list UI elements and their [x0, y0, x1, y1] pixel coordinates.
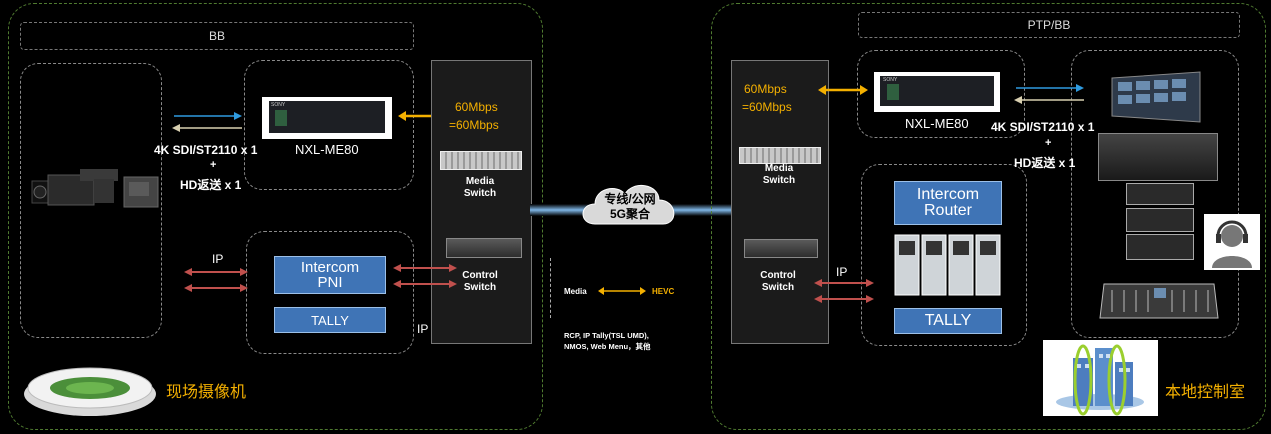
center-media-arrow — [598, 287, 646, 295]
right-site-label: 本地控制室 — [1165, 384, 1246, 401]
right-ptp-bar: PTP/BB — [858, 12, 1240, 38]
center-media-bracket — [550, 258, 557, 318]
camera-icon — [31, 169, 159, 208]
right-sdi-line3: HD返送 x 1 — [1014, 156, 1076, 170]
center-control-label: RCP, IP Tally(TSL UMD), NMOS, Web Menu，其… — [564, 331, 651, 351]
right-device-brand: SONY — [883, 77, 898, 83]
right-site-region — [711, 3, 1266, 430]
building-icon — [1043, 340, 1158, 416]
rack-unit-2-icon — [1126, 208, 1194, 232]
right-sdi-arrows — [1014, 84, 1084, 104]
left-bitrate-line1: 60Mbps — [455, 100, 498, 114]
right-encoder-box — [857, 50, 1025, 138]
left-control-switch-device — [446, 238, 522, 258]
center-media-label: Media — [564, 287, 587, 296]
headset-operator-icon — [1204, 214, 1260, 270]
left-control-switch-label: Control Switch — [462, 270, 498, 293]
left-switch-column — [431, 60, 532, 344]
cloud-label: 专线/公网 5G聚合 — [604, 192, 656, 221]
right-switch-column — [731, 60, 829, 344]
left-ip-label-1: IP — [212, 252, 224, 266]
right-nxl-me80-device: SONY — [874, 72, 1000, 112]
right-bitrate-arrow — [818, 85, 868, 95]
left-sdi-arrows — [172, 112, 242, 132]
right-intercom-box — [861, 164, 1027, 346]
left-nxl-me80-device: SONY — [262, 97, 392, 139]
rack-unit-3-icon — [1126, 234, 1194, 260]
right-control-switch-label: Control Switch — [760, 270, 796, 293]
left-site-region — [8, 3, 543, 430]
right-sdi-line2: + — [1045, 137, 1052, 149]
cloud-icon — [582, 185, 675, 225]
left-device-brand: SONY — [271, 102, 286, 108]
right-bitrate-line1: 60Mbps — [744, 82, 787, 96]
left-site-label: 现场摄像机 — [166, 384, 247, 401]
left-intercom-pni: Intercom PNI — [274, 256, 386, 294]
audio-console-icon — [1099, 283, 1219, 319]
left-media-switch-label: Media Switch — [463, 176, 497, 199]
left-encoder-box — [244, 60, 414, 190]
left-bb-bar: BB — [20, 22, 414, 50]
left-sdi-line3: HD返送 x 1 — [180, 178, 242, 192]
center-hevc-label: HEVC — [652, 287, 675, 296]
left-bitrate-line2: =60Mbps — [449, 118, 499, 132]
left-tally: TALLY — [274, 307, 386, 333]
rack-unit-1-icon — [1126, 183, 1194, 205]
right-tally: TALLY — [894, 308, 1002, 334]
right-ip-label: IP — [836, 265, 848, 279]
switcher-panel-icon — [1098, 133, 1218, 181]
left-device-name: NXL-ME80 — [295, 142, 359, 157]
right-bitrate-line2: =60Mbps — [742, 100, 792, 114]
left-ip-label-2: IP — [417, 322, 429, 336]
right-control-switch-device — [744, 239, 818, 258]
right-control-room-box — [1071, 50, 1239, 338]
right-ip-arrows — [814, 279, 874, 303]
monitor-wall-icon — [1111, 71, 1201, 123]
right-intercom-router: Intercom Router — [894, 181, 1002, 225]
left-sdi-line1: 4K SDI/ST2110 x 1 — [154, 143, 258, 157]
right-sdi-line1: 4K SDI/ST2110 x 1 — [991, 120, 1095, 134]
right-device-name: NXL-ME80 — [905, 116, 969, 131]
left-sdi-line2: + — [210, 159, 217, 171]
remote-panel-icon — [894, 234, 1001, 296]
left-ip-arrows — [184, 268, 248, 292]
left-intercom-box — [246, 231, 414, 354]
left-camera-box — [20, 63, 162, 338]
left-ip-arrows-2 — [393, 264, 457, 288]
left-media-switch-device — [440, 151, 522, 170]
right-media-switch-label: Media Switch — [762, 163, 796, 186]
stadium-icon — [24, 367, 156, 416]
right-media-switch-device — [739, 147, 821, 164]
